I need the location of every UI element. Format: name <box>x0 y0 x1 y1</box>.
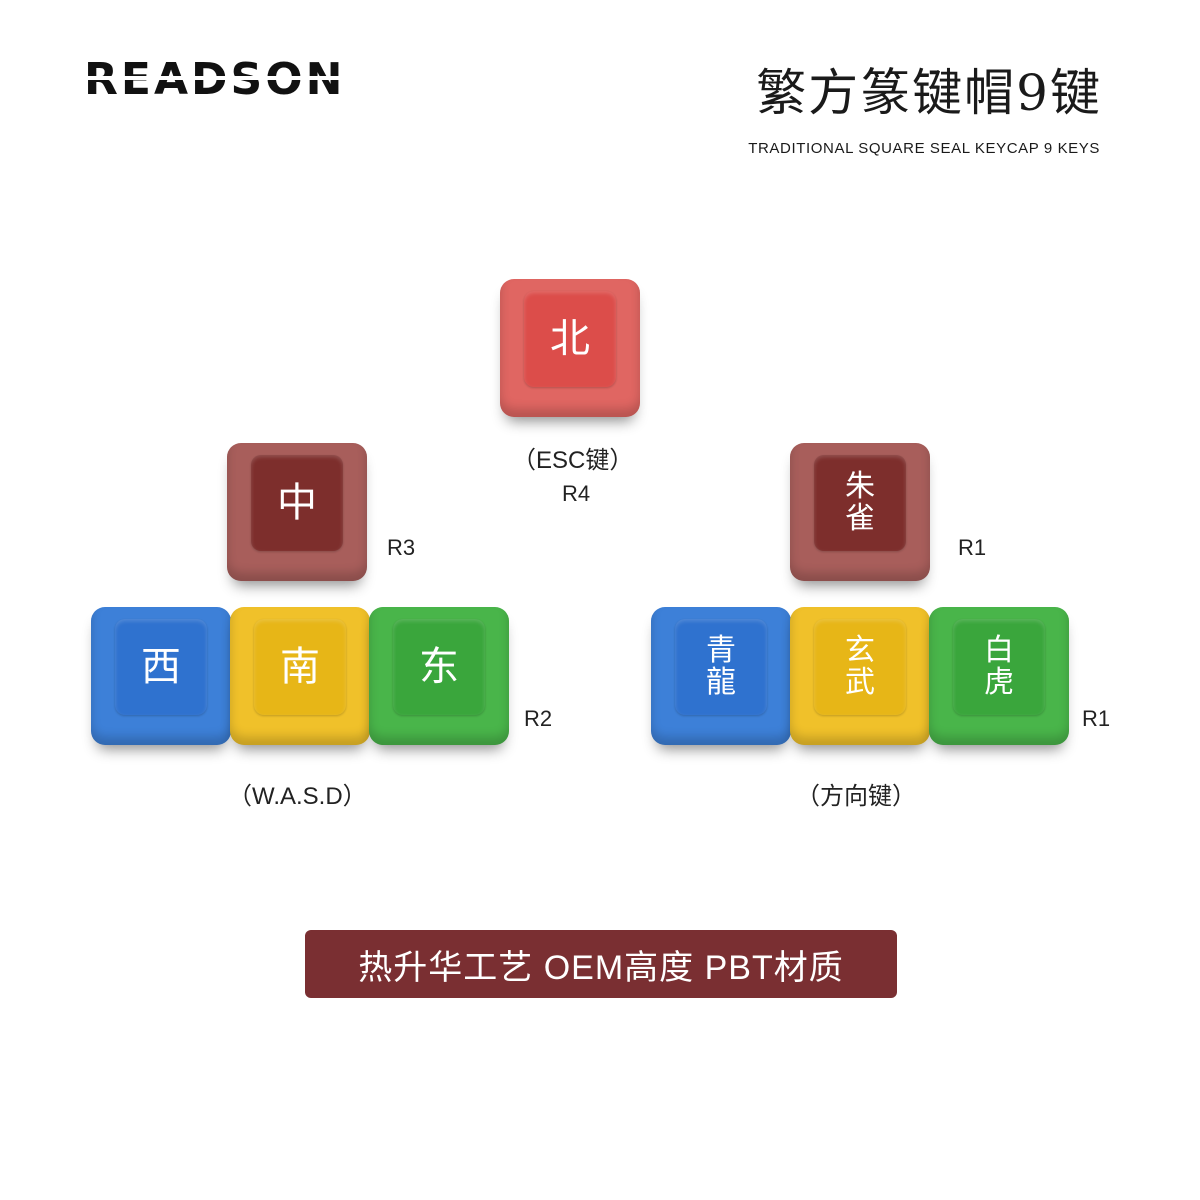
keycap-top: 白虎 <box>953 619 1045 715</box>
keycap-glyph: 北 <box>550 316 590 362</box>
keycap-top: 西 <box>115 619 207 715</box>
keycap-left: 青龍 <box>651 607 791 745</box>
keycap-s: 南 <box>230 607 370 745</box>
keycap-d: 东 <box>369 607 509 745</box>
brand-logo: READSON <box>84 58 410 100</box>
keycap-glyph: 白虎 <box>984 633 1014 700</box>
keycap-down: 玄武 <box>790 607 930 745</box>
keycap-top: 东 <box>393 619 485 715</box>
keycap-top: 玄武 <box>814 619 906 715</box>
keycap-glyph: 中 <box>277 480 317 526</box>
feature-banner-text: 热升华工艺 OEM高度 PBT材质 <box>358 948 844 987</box>
keycap-top: 中 <box>251 455 343 551</box>
page-subtitle: TRADITIONAL SQUARE SEAL KEYCAP 9 KEYS <box>748 140 1100 157</box>
keycap-glyph: 南 <box>280 644 320 690</box>
keycap-top: 南 <box>254 619 346 715</box>
arrows-row-top-label: R1 <box>958 535 987 560</box>
keycap-a: 西 <box>91 607 231 745</box>
keycap-up: 朱雀 <box>790 443 930 581</box>
keycap-glyph: 东 <box>419 644 459 690</box>
arrows-group-label: （方向键） <box>796 783 916 810</box>
keycap-esc: 北 <box>500 279 640 417</box>
arrows-row-bottom-label: R1 <box>1082 706 1111 731</box>
keycap-top: 朱雀 <box>814 455 906 551</box>
page-title: 繁方篆键帽9键 <box>756 64 1102 122</box>
esc-row-label: R4 <box>562 481 591 506</box>
wasd-group-label: （W.A.S.D） <box>228 783 367 810</box>
keycap-right: 白虎 <box>929 607 1069 745</box>
keycap-glyph: 青龍 <box>706 633 736 700</box>
keycap-glyph: 朱雀 <box>845 469 875 536</box>
wasd-row-top-label: R3 <box>387 535 416 560</box>
keycap-glyph: 西 <box>141 644 181 690</box>
keycap-top: 青龍 <box>675 619 767 715</box>
keycap-w: 中 <box>227 443 367 581</box>
wasd-row-bottom-label: R2 <box>524 706 553 731</box>
keycap-top: 北 <box>524 291 616 387</box>
esc-group-label: （ESC键） <box>512 447 634 474</box>
feature-banner: 热升华工艺 OEM高度 PBT材质 <box>305 930 897 998</box>
keycap-glyph: 玄武 <box>845 633 875 700</box>
